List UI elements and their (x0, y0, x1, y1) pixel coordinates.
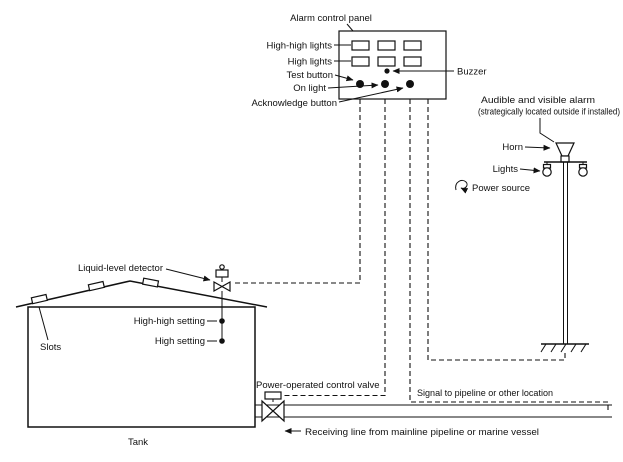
test-button-leader (334, 74, 354, 82)
high-light-3 (403, 56, 422, 67)
roof-slot-2 (87, 280, 106, 292)
buzzer-label: Buzzer (457, 67, 487, 78)
receiving-pipeline: Power-operated control valve Signal to p… (255, 380, 612, 438)
high-high-lights-label: High-high lights (267, 41, 333, 52)
power-source-label: Power source (472, 183, 530, 194)
acknowledge-button-label: Acknowledge button (251, 98, 337, 109)
tank-label: Tank (128, 437, 148, 448)
signal-line-valve (281, 99, 386, 397)
buzzer-dot (384, 68, 390, 74)
high-high-light-2 (377, 40, 396, 51)
horn-base (560, 155, 570, 163)
alarm-description-line2: (strategically located outside if instal… (478, 107, 620, 118)
acknowledge-button-dot (406, 80, 414, 88)
ground-hatching (540, 343, 587, 353)
on-light-dot (381, 80, 389, 88)
panel-title-leader (346, 23, 354, 32)
horn-leader (524, 144, 551, 151)
control-valve-icon-left (261, 399, 274, 423)
high-setting-label: High setting (155, 336, 205, 347)
horn-icon (555, 142, 575, 157)
signal-line-pipeline (409, 99, 609, 413)
signal-line-detector (234, 99, 361, 284)
alarm-light-right-icon (578, 167, 588, 177)
lights-label: Lights (493, 164, 519, 175)
valve-actuator (264, 391, 282, 400)
roof-slot-1 (30, 293, 49, 305)
tank-body (27, 306, 256, 428)
level-detector-icon (213, 264, 231, 299)
alarm-light-left-icon (542, 167, 552, 177)
acknowledge-button-leader (338, 86, 404, 103)
on-light-label: On light (293, 83, 326, 94)
high-setting-dot (219, 338, 225, 344)
detector-label: Liquid-level detector (78, 263, 163, 274)
signal-line-alarm (427, 99, 566, 361)
roof-slot-3 (141, 277, 160, 288)
high-high-setting-label: High-high setting (134, 316, 205, 327)
signal-label: Signal to pipeline or other location (417, 388, 553, 399)
high-high-light-1 (351, 40, 370, 51)
valve-label: Power-operated control valve (256, 380, 380, 391)
alarm-control-panel: Alarm control panel High-high lights Hig… (251, 13, 486, 109)
storage-tank: Slots Liquid-level detector High-high se… (15, 263, 268, 448)
horn-label: Horn (502, 142, 523, 153)
high-high-setting-dot (219, 318, 225, 324)
power-source-icon (455, 179, 469, 194)
signal-wiring (234, 99, 609, 413)
alarm-description-line1: Audible and visible alarm (481, 95, 595, 106)
slots-label: Slots (40, 342, 61, 353)
lights-leader (519, 167, 541, 174)
control-valve-icon-right (272, 399, 285, 423)
high-light-1 (351, 56, 370, 67)
slots-leader (38, 306, 49, 341)
test-button-dot (356, 80, 364, 88)
receiving-line-label: Receiving line from mainline pipeline or… (305, 427, 539, 438)
high-high-light-3 (403, 40, 422, 51)
detector-leader (165, 268, 211, 282)
on-light-leader (327, 82, 379, 89)
high-light-2 (377, 56, 396, 67)
test-button-label: Test button (287, 70, 333, 81)
high-lights-label: High lights (288, 57, 333, 68)
alarm-description-leader (539, 118, 555, 143)
panel-title: Alarm control panel (290, 13, 372, 24)
alarm-pole-assembly: Audible and visible alarm (strategically… (455, 95, 620, 353)
tank-roof (15, 280, 268, 308)
